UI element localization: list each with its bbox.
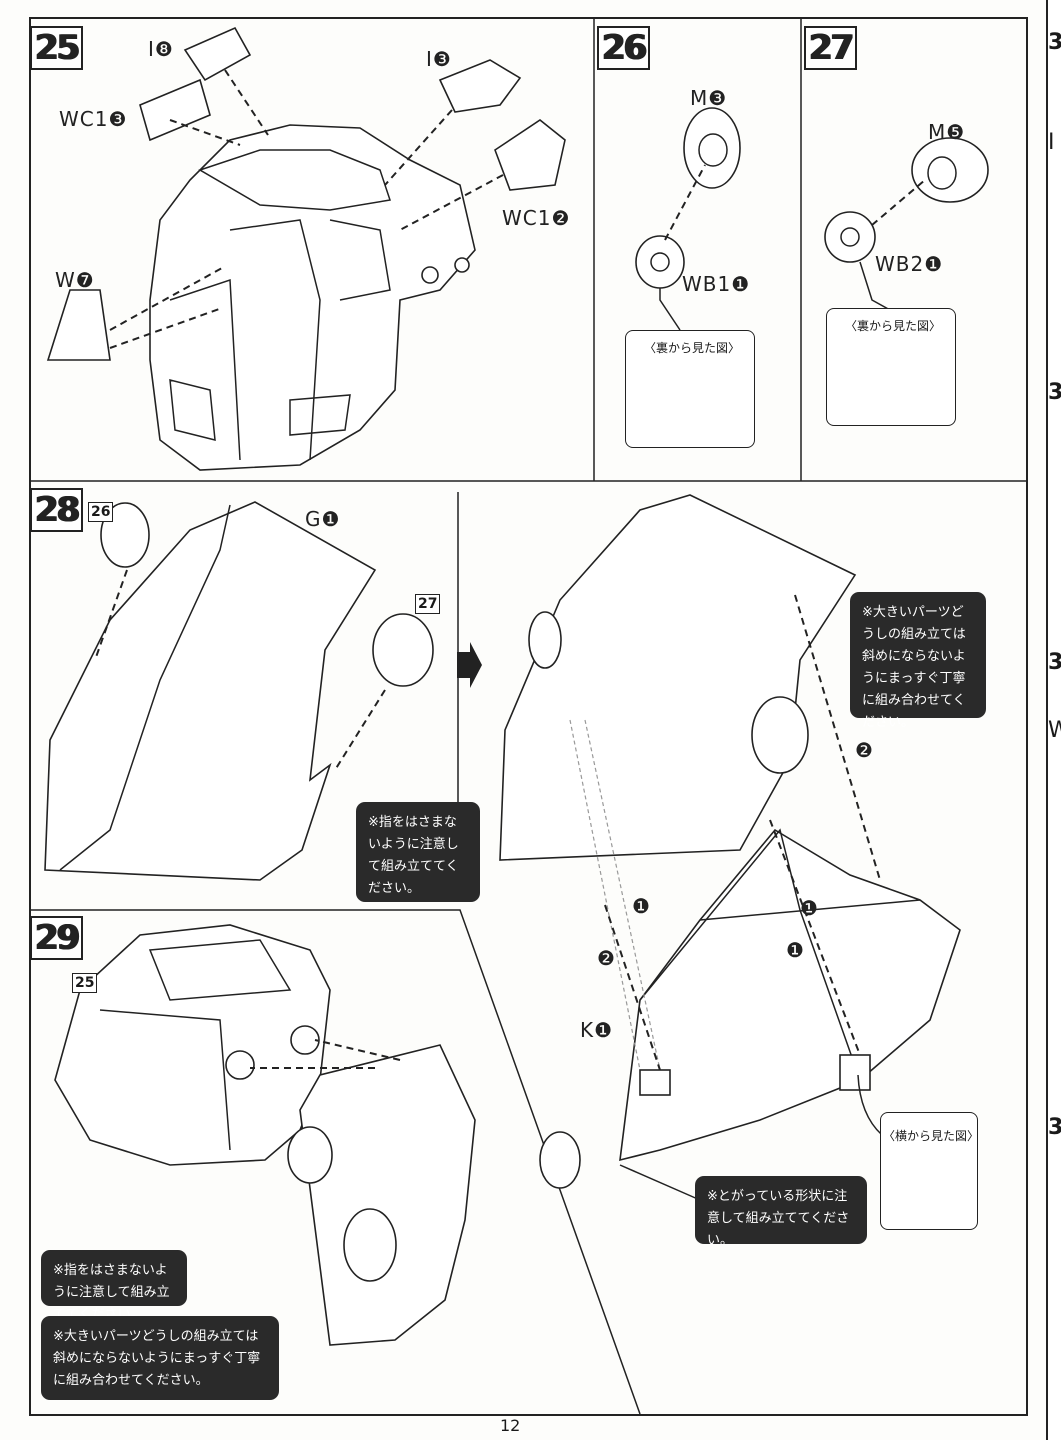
- part-m5: [911, 137, 989, 203]
- rear-view-inset-26: 〈裏から見た図〉: [625, 330, 755, 448]
- torso-sub-assembly: [54, 924, 331, 1166]
- caution-alignment-28: ※大きいパーツどうしの組み立ては斜めにならないようにまっすぐ丁寧に組み合わせてく…: [850, 592, 986, 730]
- marker-1c: ❶: [800, 896, 819, 920]
- ref-step-25: 25: [72, 973, 98, 993]
- inset-caption-27: 〈裏から見た図〉: [845, 319, 942, 333]
- caution-alignment-29: ※大きいパーツどうしの組み立ては斜めにならないようにまっすぐ丁寧に組み合わせてく…: [41, 1316, 279, 1400]
- part-wb1-1: [635, 235, 685, 289]
- adjacent-step-number-4: 3: [1048, 1115, 1061, 1140]
- label-wc1-2: WC1❷: [502, 206, 571, 230]
- label-wb1-1: WB1❶: [682, 272, 751, 296]
- label-m5: M❺: [928, 120, 966, 144]
- step-number-25: 25: [30, 26, 84, 70]
- marker-2a: ❷: [597, 946, 616, 970]
- rear-view-inset-27: 〈裏から見た図〉: [826, 308, 956, 426]
- page-number: 12: [500, 1416, 521, 1435]
- torso-assembly: [149, 124, 476, 471]
- caution-fingers-29: ※指をはさまないように注意して組み立ててください。: [41, 1250, 187, 1322]
- caution-fingers-28: ※指をはさまないように注意して組み立ててください。: [356, 802, 480, 902]
- label-wb2-1: WB2❶: [875, 252, 944, 276]
- step-number-28: 28: [30, 488, 84, 532]
- side-view-inset-28: 〈横から見た図〉: [880, 1112, 980, 1230]
- step-number-29: 29: [30, 916, 84, 960]
- marker-1b: ❶: [786, 938, 805, 962]
- part-wb2-1: [824, 211, 876, 263]
- part-i8: [183, 26, 252, 82]
- step-number-26: 26: [597, 26, 651, 70]
- shield-g1: [44, 501, 377, 881]
- inset-caption-26: 〈裏から見た図〉: [644, 341, 741, 355]
- adjacent-step-number-1: 3: [1048, 30, 1061, 55]
- shield-assembly: [299, 1044, 476, 1346]
- label-i3: I❸: [426, 47, 452, 71]
- marker-2b: ❷: [855, 738, 874, 762]
- part-i3: [438, 59, 522, 113]
- adjacent-step-number-2: 3: [1048, 380, 1061, 405]
- part-wc1-2: [494, 119, 566, 191]
- caution-sharp-28: ※とがっている形状に注意して組み立ててください。: [695, 1176, 867, 1248]
- label-wc1-3: WC1❸: [59, 107, 128, 131]
- label-i8: I❽: [148, 37, 174, 61]
- label-g1: G❶: [305, 507, 341, 531]
- adjacent-step-number-3: 3: [1048, 650, 1061, 675]
- next-arrow: [457, 642, 482, 688]
- marker-1a: ❶: [632, 894, 651, 918]
- part-wc1-3: [139, 78, 211, 142]
- frame-k1: [619, 828, 961, 1162]
- part-m3: [683, 107, 741, 189]
- page-frame: [29, 17, 1028, 1416]
- adjacent-label-i: I: [1048, 130, 1055, 155]
- adjacent-page-edge: [1046, 0, 1061, 1440]
- label-m3: M❸: [690, 86, 728, 110]
- step-number-27: 27: [804, 26, 858, 70]
- label-w7: W❼: [55, 268, 95, 292]
- part-w7: [46, 289, 111, 361]
- label-k1: K❶: [580, 1018, 614, 1042]
- ref-step-26: 26: [88, 502, 114, 522]
- adjacent-label-w: W: [1048, 718, 1061, 743]
- ref-step-27: 27: [415, 594, 441, 614]
- inset-caption-28: 〈横から見た図〉: [883, 1129, 980, 1143]
